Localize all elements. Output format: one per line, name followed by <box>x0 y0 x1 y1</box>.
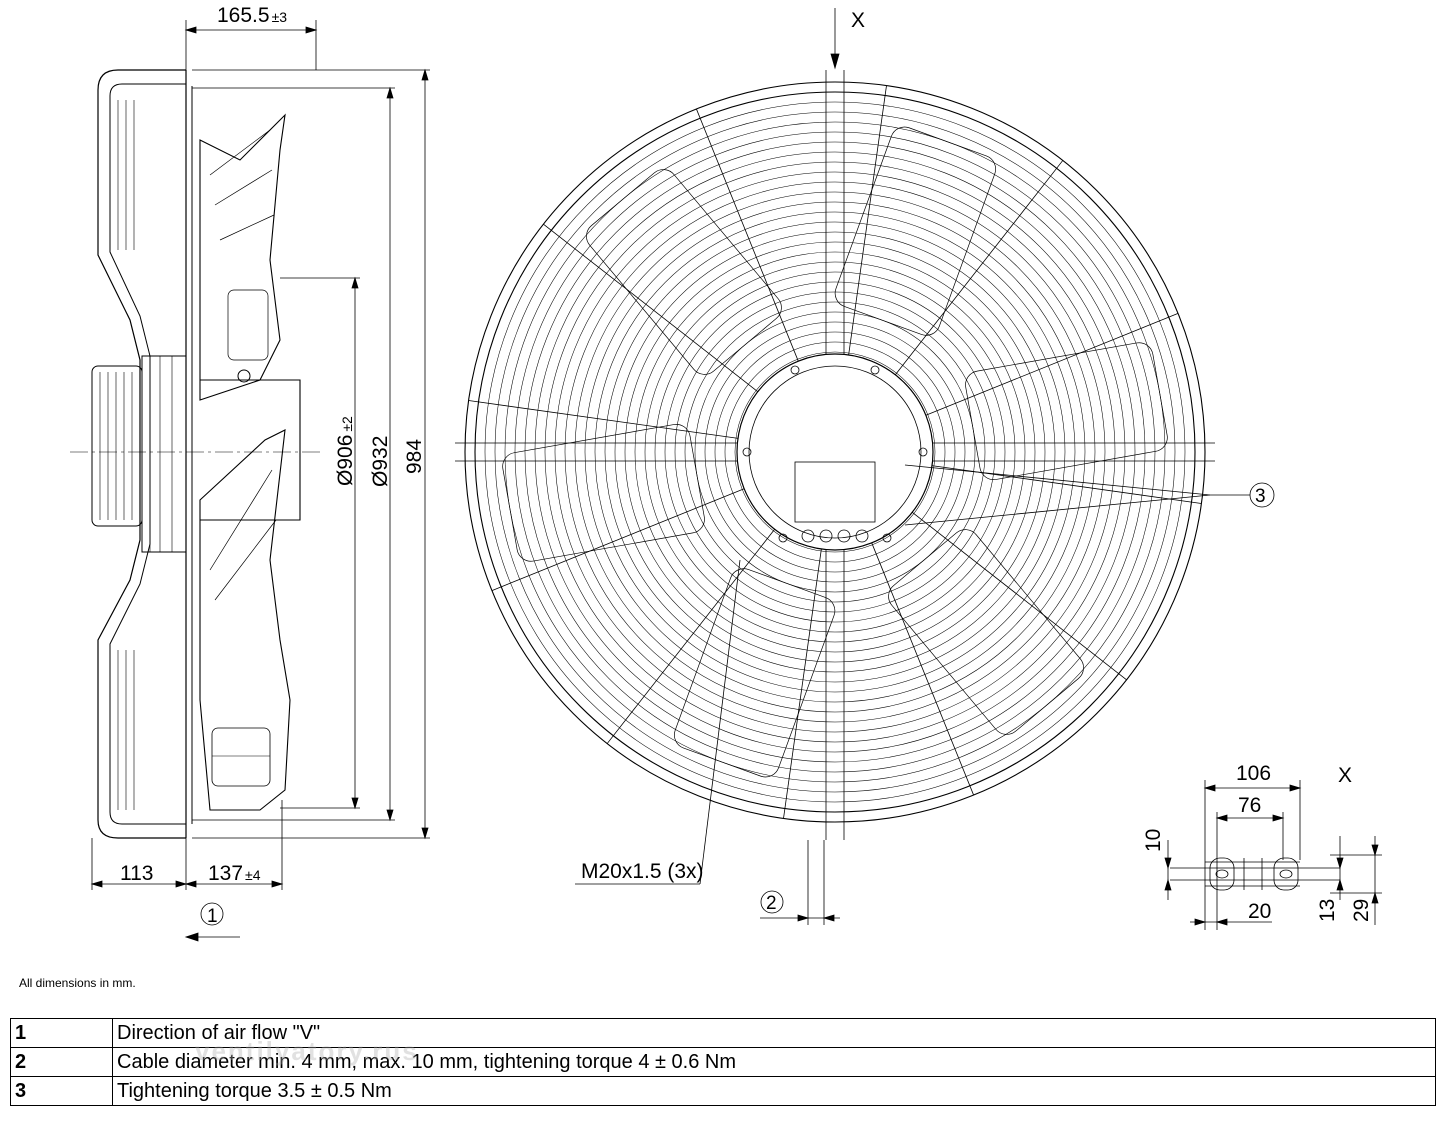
guard-ring <box>504 121 1166 783</box>
legend-text: Cable diameter min. 4 mm, max. 10 mm, ti… <box>112 1047 1436 1077</box>
guard-strut <box>870 539 974 796</box>
dim-depth-113: 113 <box>120 862 153 885</box>
dim-detail-10: 10 <box>1142 829 1165 852</box>
dim-detail-106: 106 <box>1236 762 1271 785</box>
guard-strut <box>696 108 800 365</box>
mounting-hole <box>742 447 752 457</box>
legend-number: 2 <box>10 1047 113 1077</box>
motor-hub <box>736 353 934 551</box>
detail-x-label: X <box>1338 764 1352 787</box>
guard-strut <box>847 85 887 358</box>
guard-strut <box>909 510 1127 681</box>
dim-detail-76: 76 <box>1238 794 1261 817</box>
guard-ring <box>544 161 1126 743</box>
guard-ring <box>494 111 1176 793</box>
front-dimensions <box>575 8 1275 925</box>
motor-hub-inner <box>748 365 922 539</box>
guard-ring <box>564 181 1106 723</box>
legend-row: 3 Tightening torque 3.5 ± 0.5 Nm <box>10 1076 1436 1106</box>
dim-depth-137: 137±4 <box>208 862 261 885</box>
guard-strut <box>783 546 823 819</box>
guard-ring <box>554 171 1116 733</box>
guard-strut <box>929 464 1202 504</box>
guard-ring <box>684 301 986 603</box>
dim-height-984: 984 <box>403 439 426 474</box>
guard-ring <box>514 131 1156 773</box>
view-marker-x: X <box>851 9 865 32</box>
dim-diameter-932: Ø932 <box>369 436 392 487</box>
guard-ring <box>634 251 1036 653</box>
fan-blade <box>888 529 1084 735</box>
units-note: All dimensions in mm. <box>19 976 136 990</box>
legend-number: 3 <box>10 1076 113 1106</box>
guard-ring <box>484 101 1186 803</box>
mounting-hole <box>778 533 788 543</box>
fan-blade <box>502 424 705 562</box>
mounting-hole <box>918 447 928 457</box>
mounting-hole <box>870 365 880 375</box>
fan-blade <box>674 568 836 778</box>
guard-strut <box>468 400 741 440</box>
legend-table: 1 Direction of air flow "V" 2 Cable diam… <box>10 1018 1436 1106</box>
guard-strut <box>922 313 1179 417</box>
guard-ring <box>474 91 1196 813</box>
guard-strut <box>606 526 777 744</box>
callout-3: 3 <box>1255 486 1266 507</box>
cable-gland <box>837 529 851 543</box>
dim-detail-13: 13 <box>1316 899 1339 922</box>
fan-blade <box>834 126 996 336</box>
technical-drawing: 165.5±3 Ø906±2 Ø932 984 113 137±4 1 X 3 … <box>70 4 1382 942</box>
cable-gland <box>801 529 815 543</box>
callout-1: 1 <box>207 906 218 927</box>
guard-ring <box>624 241 1046 663</box>
guard-ring <box>534 151 1136 753</box>
guard-ring <box>644 261 1026 643</box>
guard-strut <box>491 487 748 591</box>
guard-ring <box>694 311 976 593</box>
guard-ring <box>604 221 1066 683</box>
side-view <box>70 69 320 839</box>
side-dimensions <box>90 20 430 942</box>
callout-2: 2 <box>766 893 777 914</box>
dim-detail-29: 29 <box>1350 899 1373 922</box>
dim-detail-20: 20 <box>1248 900 1271 923</box>
legend-number: 1 <box>10 1018 113 1048</box>
legend-text: Direction of air flow "V" <box>112 1018 1436 1048</box>
guard-ring <box>594 211 1076 693</box>
terminal-box <box>794 461 876 523</box>
dim-cable-gland: M20x1.5 (3x) <box>581 860 704 883</box>
guard-strut <box>543 223 761 394</box>
mounting-hole <box>790 365 800 375</box>
fan-blade <box>586 169 782 375</box>
cable-gland <box>855 529 869 543</box>
guard-ring <box>614 231 1056 673</box>
front-view <box>455 70 1215 840</box>
dim-diameter-906: Ø906±2 <box>334 416 357 486</box>
mounting-hole <box>882 533 892 543</box>
guard-strut <box>893 160 1064 378</box>
guard-ring <box>524 141 1146 763</box>
guard-ring <box>654 271 1016 633</box>
legend-row: 1 Direction of air flow "V" <box>10 1018 1436 1048</box>
guard-ring <box>574 191 1096 713</box>
guard-ring <box>714 331 956 573</box>
guard-ring <box>584 201 1086 703</box>
legend-text: Tightening torque 3.5 ± 0.5 Nm <box>112 1076 1436 1106</box>
guard-ring <box>664 281 1006 623</box>
legend-row: 2 Cable diameter min. 4 mm, max. 10 mm, … <box>10 1047 1436 1077</box>
guard-ring <box>464 81 1206 823</box>
detail-x-view <box>1164 780 1382 930</box>
fan-blade <box>965 342 1168 480</box>
cable-gland <box>819 529 833 543</box>
dim-top-width: 165.5±3 <box>217 4 287 27</box>
guard-ring <box>734 351 936 553</box>
guard-ring <box>724 341 946 563</box>
guard-ring <box>704 321 966 583</box>
